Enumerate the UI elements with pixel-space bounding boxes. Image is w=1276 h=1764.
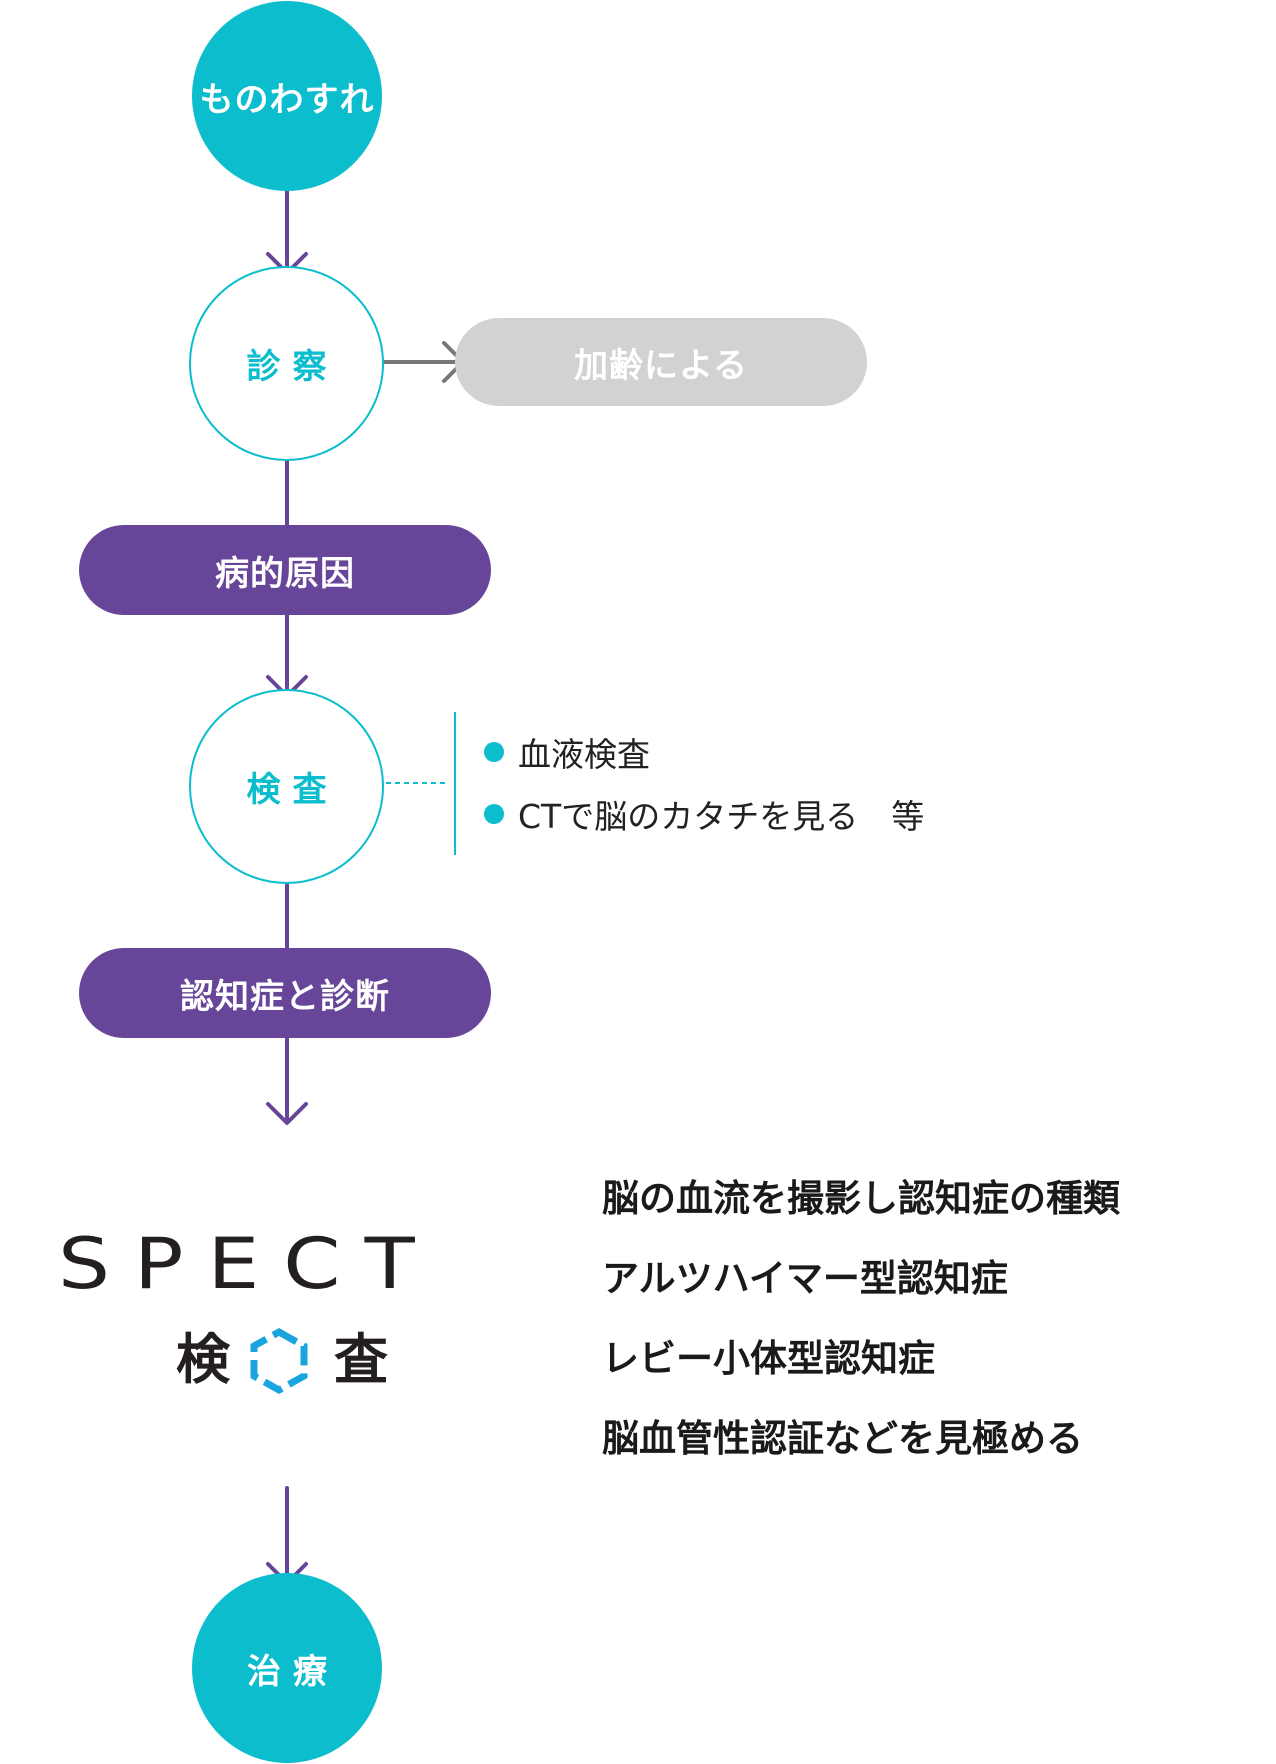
spect-description: 脳の血流を撮影し認知症の種類 アルツハイマー型認知症 レビー小体型認知症 脳血管… xyxy=(602,1168,1120,1488)
hexagon-icon xyxy=(250,1328,308,1394)
list-item: CTで脳のカタチを見る 等 xyxy=(484,792,924,836)
spect-kanji-right: 査 xyxy=(334,1328,388,1391)
node-examination: 診察 xyxy=(189,266,384,461)
bullet-icon xyxy=(484,804,504,824)
description-line: アルツハイマー型認知症 xyxy=(602,1257,1008,1300)
node-treatment: 治療 xyxy=(192,1573,382,1763)
node-aging: 加齢による xyxy=(455,318,867,406)
description-line: 脳の血流を撮影し認知症の種類 xyxy=(602,1177,1120,1220)
spect-logo: SPECT 検 査 xyxy=(58,1223,518,1394)
spect-kanji-left: 検 xyxy=(176,1328,230,1391)
list-item: 血液検査 xyxy=(484,730,924,774)
arrowhead xyxy=(266,1102,308,1125)
description-line: レビー小体型認知症 xyxy=(602,1337,935,1380)
description-line: 脳血管性認証などを見極める xyxy=(602,1417,1083,1460)
test-item-label: 血液検査 xyxy=(518,735,650,774)
node-test: 検査 xyxy=(189,689,384,884)
node-pathological-cause: 病的原因 xyxy=(79,525,491,615)
node-dementia-diagnosis: 認知症と診断 xyxy=(79,948,491,1038)
test-list: 血液検査 CTで脳のカタチを見る 等 xyxy=(484,730,924,836)
spect-logo-word: SPECT xyxy=(58,1223,439,1306)
node-forgetfulness: ものわすれ xyxy=(192,1,382,191)
bullet-icon xyxy=(484,742,504,762)
test-item-label: CTで脳のカタチを見る 等 xyxy=(518,797,925,836)
